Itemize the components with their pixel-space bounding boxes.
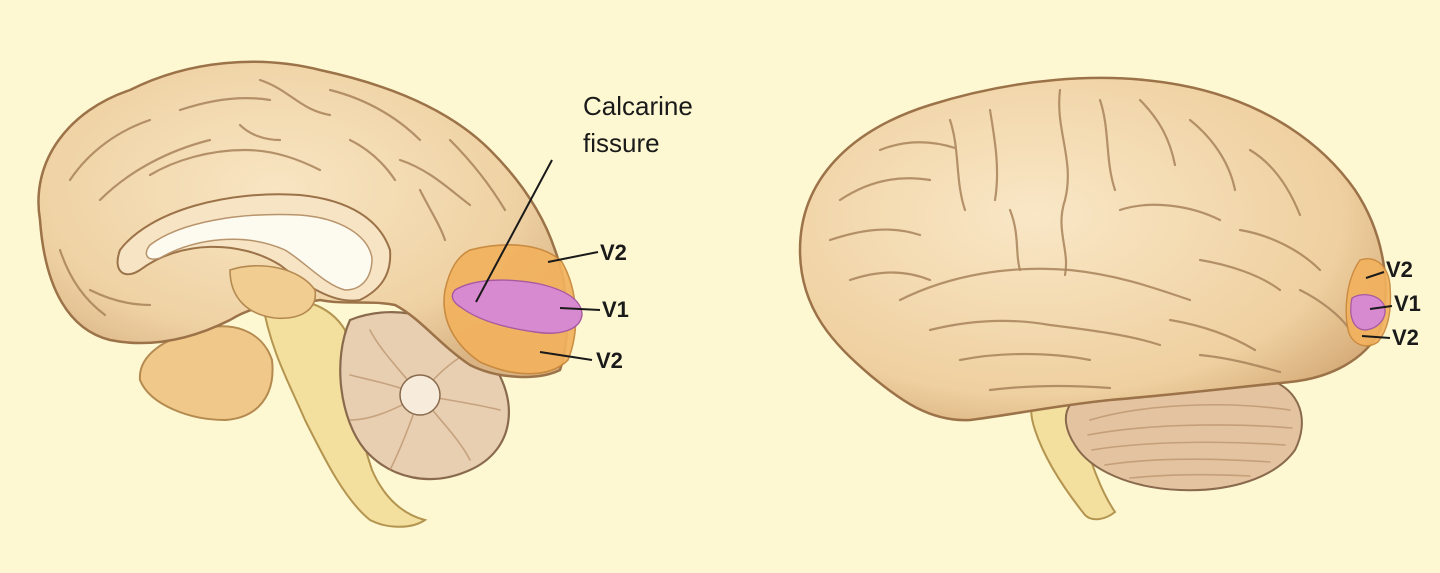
medial-labels: Calcarine fissure V2 V1 V2 xyxy=(475,91,693,373)
pons xyxy=(138,325,274,422)
cerebellum-lateral xyxy=(1064,374,1303,492)
v2-bottom-label-medial: V2 xyxy=(596,348,623,373)
lateral-brain-view xyxy=(798,76,1392,521)
v2-top-label-medial: V2 xyxy=(600,240,627,265)
v2-top-leader-medial xyxy=(547,251,599,263)
lateral-labels: V2 V1 V2 xyxy=(1361,257,1421,350)
v2-top-label-lateral: V2 xyxy=(1386,257,1413,282)
calcarine-label-line2: fissure xyxy=(583,128,660,158)
v2-bottom-label-lateral: V2 xyxy=(1392,325,1419,350)
thalamus xyxy=(229,264,317,320)
lateral-ventricle xyxy=(145,213,373,291)
v1-label-lateral: V1 xyxy=(1394,291,1421,316)
v1-leader-medial xyxy=(559,307,601,311)
v2-top-leader-lateral xyxy=(1365,271,1385,279)
v1-leader-lateral xyxy=(1369,305,1393,310)
medial-brain-view xyxy=(37,60,583,528)
v2-bottom-leader-medial xyxy=(539,351,593,361)
cerebrum-lateral xyxy=(798,76,1387,422)
calcarine-leader-line xyxy=(475,159,553,303)
v2-bottom-leader-lateral xyxy=(1361,335,1391,339)
calcarine-label-line1: Calcarine xyxy=(583,91,693,121)
v1-area-medial xyxy=(451,279,583,334)
v1-label-medial: V1 xyxy=(602,297,629,322)
v1-area-lateral xyxy=(1350,294,1386,331)
